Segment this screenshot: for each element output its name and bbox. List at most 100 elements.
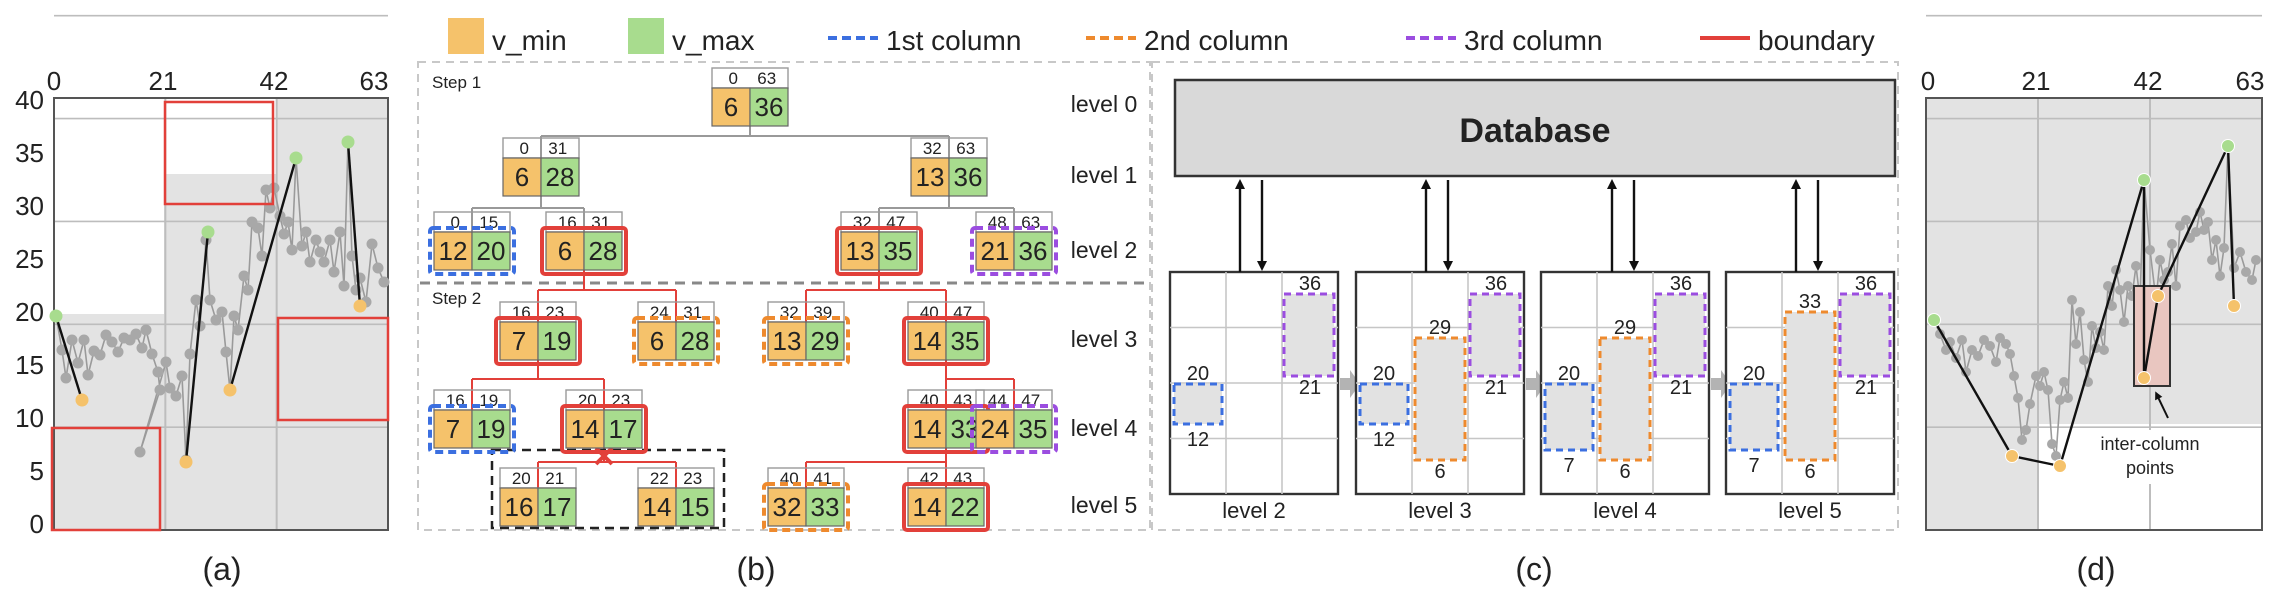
node-vmax-cell bbox=[471, 409, 511, 449]
extrema-connection bbox=[346, 141, 362, 307]
node-range-hi: 21 bbox=[545, 469, 564, 488]
node-outline bbox=[902, 316, 990, 366]
node-vmax-cell bbox=[603, 409, 643, 449]
database-label: Database bbox=[1459, 112, 1610, 150]
panel-a-caption: (a) bbox=[202, 551, 241, 587]
column2-range bbox=[1413, 336, 1467, 462]
column3-min: 21 bbox=[1299, 377, 1321, 399]
column3-max: 36 bbox=[1855, 273, 1877, 295]
series-point bbox=[164, 382, 176, 394]
node-vmax-value: 36 bbox=[755, 92, 784, 122]
node-vmin-cell bbox=[767, 321, 807, 361]
series-point bbox=[2021, 425, 2031, 435]
legend-col3-label: 3rd column bbox=[1464, 25, 1603, 56]
column2-max: 33 bbox=[1799, 291, 1821, 313]
series-point bbox=[324, 234, 336, 246]
series-point bbox=[2207, 255, 2217, 265]
node-vmax-cell bbox=[749, 87, 789, 127]
node-vmax-cell bbox=[540, 157, 580, 197]
node-vmin-value: 12 bbox=[439, 236, 468, 266]
series-point bbox=[2047, 439, 2057, 449]
node-vmax-value: 15 bbox=[681, 492, 710, 522]
panel-a-ytick-15: 15 bbox=[15, 350, 44, 380]
step1-label: Step 1 bbox=[432, 73, 481, 92]
panel-a-xtick-0: 0 bbox=[47, 66, 61, 96]
extrema-point bbox=[223, 383, 237, 397]
legend-vmin-label: v_min bbox=[492, 25, 567, 56]
node-vmax-value: 33 bbox=[811, 492, 840, 522]
series-point bbox=[2155, 255, 2165, 265]
column2-range bbox=[1783, 310, 1837, 462]
series-point bbox=[2009, 371, 2019, 381]
legend-boundary-label: boundary bbox=[1758, 25, 1875, 56]
extrema-point bbox=[2005, 449, 2019, 463]
series-point bbox=[170, 390, 182, 402]
series-point bbox=[2099, 345, 2109, 355]
boundary-box bbox=[163, 100, 275, 206]
series-point bbox=[242, 284, 254, 296]
series-point bbox=[252, 222, 264, 234]
series-point bbox=[2171, 281, 2181, 291]
column3-range bbox=[1653, 292, 1707, 378]
series-point bbox=[2211, 235, 2221, 245]
step2-label: Step 2 bbox=[432, 289, 481, 308]
node-vmin-value: 14 bbox=[571, 414, 600, 444]
column1-max: 20 bbox=[1558, 363, 1580, 385]
node-vmax-cell bbox=[945, 321, 985, 361]
extrema-point bbox=[289, 151, 303, 165]
extrema-connection bbox=[184, 231, 210, 463]
legend-vmax-label: v_max bbox=[672, 25, 754, 56]
node-vmin-value: 7 bbox=[446, 414, 460, 444]
series-point bbox=[2145, 245, 2155, 255]
series-point bbox=[154, 384, 166, 396]
level-1-label: level 1 bbox=[1071, 162, 1137, 188]
panel-b-caption: (b) bbox=[736, 551, 775, 587]
node-vmax-cell bbox=[805, 321, 845, 361]
node-outline bbox=[428, 226, 516, 276]
column3-range bbox=[1468, 292, 1522, 378]
node-range-hi: 31 bbox=[548, 139, 567, 158]
series-point bbox=[2203, 217, 2213, 227]
level-labels: level 0 level 1 level 2 level 3 level 4 … bbox=[1071, 91, 1138, 518]
annotation-bg bbox=[2102, 430, 2200, 484]
series-point bbox=[2251, 255, 2261, 265]
extrema-connection bbox=[2226, 145, 2236, 307]
node-vmin-value: 21 bbox=[981, 236, 1010, 266]
pruned-group bbox=[490, 448, 726, 530]
series-point bbox=[2123, 281, 2133, 291]
series-point bbox=[216, 306, 228, 318]
node-vmax-value: 19 bbox=[543, 326, 572, 356]
node-range-hi: 23 bbox=[683, 469, 702, 488]
series-point bbox=[310, 234, 322, 246]
node-vmin-value: 14 bbox=[913, 414, 942, 444]
boundary-box bbox=[50, 426, 162, 532]
annotation-line2: points bbox=[2126, 458, 2174, 478]
extrema-point bbox=[75, 393, 89, 407]
series-point bbox=[82, 369, 94, 381]
series-point bbox=[136, 342, 148, 354]
panel-a-xtick-42: 42 bbox=[260, 66, 289, 96]
node-vmin-value: 16 bbox=[505, 492, 534, 522]
series-point bbox=[78, 334, 90, 346]
extrema-point bbox=[341, 135, 355, 149]
series-point bbox=[338, 280, 350, 292]
node-range-hi: 39 bbox=[813, 303, 832, 322]
extrema-point bbox=[179, 455, 193, 469]
node-vmin-cell bbox=[975, 231, 1015, 271]
extrema-connection bbox=[1932, 319, 2014, 457]
node-range-hi: 63 bbox=[757, 69, 776, 88]
extrema-connection bbox=[54, 315, 84, 401]
series-point bbox=[2247, 275, 2257, 285]
plot-border bbox=[1925, 97, 2263, 531]
